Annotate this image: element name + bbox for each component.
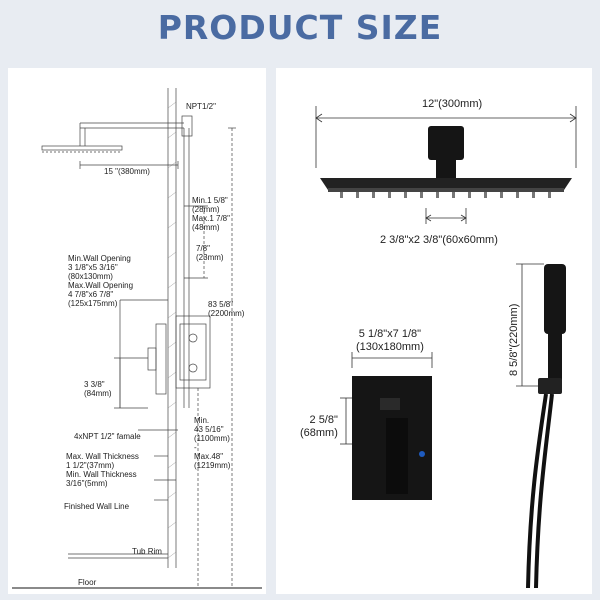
seven-eighths-label: 7/8" (23mm) (196, 244, 224, 262)
valve-depth-label: 3 3/8" (84mm) (84, 380, 112, 398)
valve-depth-dim-label: 2 5/8" (68mm) (300, 414, 338, 439)
npt-label: NPT1/2" (186, 102, 216, 111)
product-photo-panel: 12"(300mm) 2 3/8"x2 3/8"(60x60mm) 5 1/8"… (276, 68, 592, 594)
valve-trim-icon (352, 376, 432, 500)
arm-length-label: 15 "(380mm) (104, 167, 150, 176)
head-base-label: 2 3/8"x2 3/8"(60x60mm) (380, 234, 498, 246)
wall-thickness-label: Max. Wall Thickness 1 1/2"(37mm) Min. Wa… (66, 452, 139, 488)
finished-wall-label: Finished Wall Line (64, 502, 130, 511)
installation-line-drawing (12, 88, 262, 589)
total-height-label: 83 5/8" (2200mm) (208, 300, 245, 318)
valve-plate-label: 5 1/8"x7 1/8" (130x180mm) (356, 328, 424, 353)
arm-offset-label: Min.1 5/8" (28mm) Max.1 7/8" (48mm) (192, 196, 230, 232)
hand-shower-icon (526, 264, 566, 589)
page-title: PRODUCT SIZE (157, 8, 443, 47)
product-illustration (315, 106, 577, 589)
head-width-label: 12"(300mm) (422, 98, 483, 110)
valve-height-label: Min. 43 5/16" (1100mm) - Max.48" (1219mm… (194, 416, 231, 470)
installation-diagram-panel: NPT1/2" 15 "(380mm) Min.1 5/8" (28mm) Ma… (8, 68, 266, 594)
floor-label: Floor (78, 578, 97, 587)
npt-female-label: 4xNPT 1/2" famale (74, 432, 141, 441)
shower-head-icon (320, 126, 572, 198)
hand-shower-length-label: 8 5/8"(220mm) (508, 303, 520, 376)
wall-opening-label: Min.Wall Opening 3 1/8"x5 3/16" (80x130m… (68, 254, 134, 308)
tub-rim-label: Tub Rim (132, 547, 162, 556)
